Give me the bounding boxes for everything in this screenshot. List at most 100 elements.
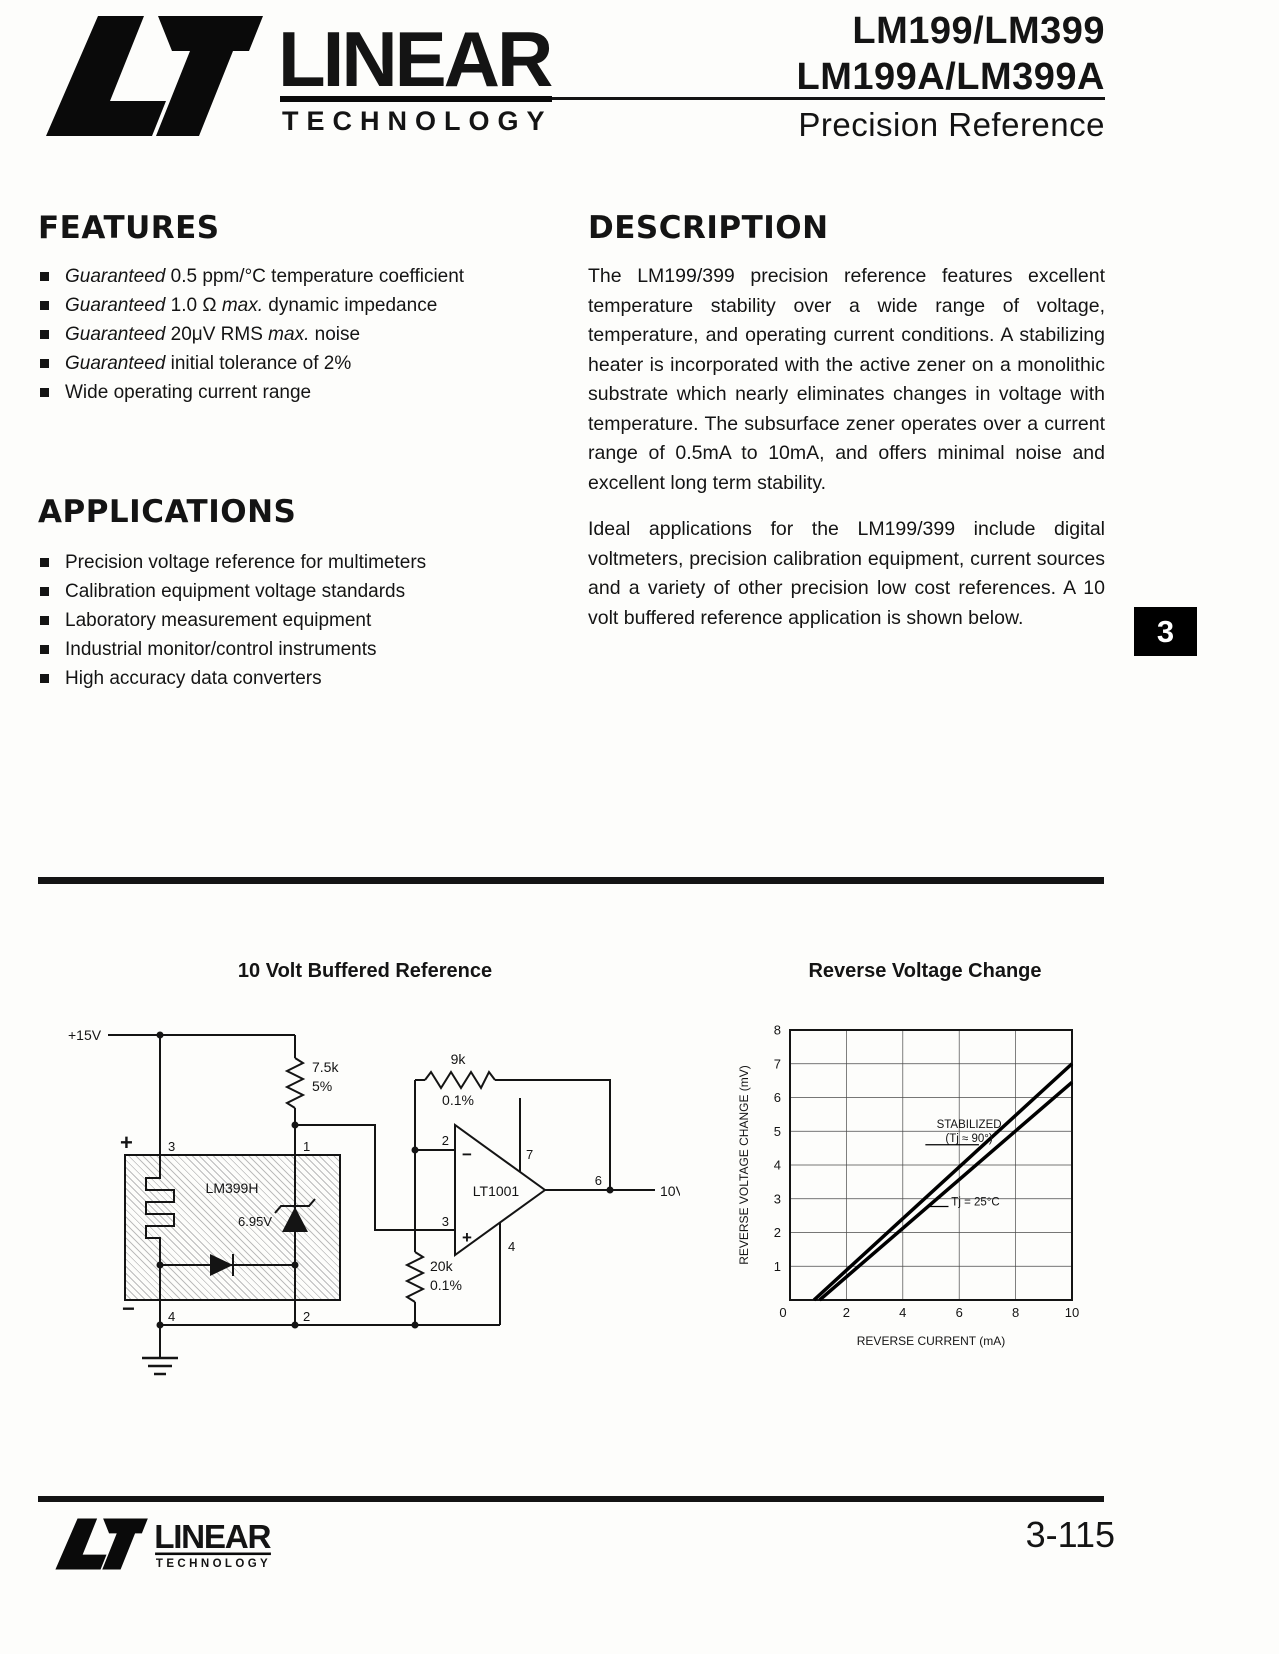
- opamp-noninverting-input-sign: +: [462, 1228, 472, 1247]
- part-number-line2: LM199A/LM399A: [796, 56, 1105, 98]
- junction-dots: [156, 1031, 614, 1329]
- page-number: 3-115: [1025, 1514, 1115, 1555]
- features-title: FEATURES: [38, 210, 220, 246]
- opamp-pin6-label: 6: [595, 1173, 602, 1188]
- bullet-text: Guaranteed initial tolerance of 2%: [65, 353, 352, 374]
- substrate-diode-icon: [160, 1254, 295, 1276]
- y-tick-label: 8: [774, 1023, 781, 1038]
- bullet-text: Laboratory measurement equipment: [65, 610, 372, 631]
- footer-logo-underline: [155, 1552, 271, 1556]
- series-line-0: [812, 1062, 1074, 1302]
- application-item: Calibration equipment voltage standards: [40, 577, 545, 606]
- resistor-20k-icon: [404, 1251, 426, 1303]
- bullet-text: Precision voltage reference for multimet…: [65, 552, 427, 573]
- y-tick-label: 2: [774, 1225, 781, 1240]
- bullet-square-icon: [40, 674, 49, 683]
- y-tick-label: 7: [774, 1056, 781, 1071]
- bullet-text: Industrial monitor/control instruments: [65, 639, 377, 660]
- opamp-pin4-label: 4: [508, 1239, 515, 1254]
- lm399-pin1-label: 1: [303, 1139, 310, 1154]
- device-label: LM399H: [206, 1180, 259, 1196]
- opamp-label: LT1001: [473, 1183, 520, 1199]
- r3-tolerance-label: 0.1%: [430, 1277, 462, 1293]
- opamp-pin3-label: 3: [442, 1214, 449, 1229]
- bullet-square-icon: [40, 587, 49, 596]
- footer-brand-name-text: LINEAR: [154, 1519, 271, 1556]
- minus-terminal-label: −: [122, 1296, 135, 1321]
- header-rule: [552, 97, 1105, 100]
- part-number-line1: LM199/LM399: [852, 10, 1105, 52]
- annotation-text-1: Tj = 25°C: [951, 1197, 999, 1209]
- opamp-pin2-label: 2: [442, 1133, 449, 1148]
- series-line-1: [818, 1080, 1074, 1302]
- x-tick-label: 0: [779, 1305, 786, 1320]
- r2-tolerance-label: 0.1%: [442, 1092, 474, 1108]
- lt-mark-icon: [46, 16, 263, 136]
- header-logo: LINEAR TECHNOLOGY: [46, 15, 555, 136]
- description-paragraph: Ideal applications for the LM199/399 inc…: [588, 518, 1105, 629]
- supply-label: +15V: [68, 1027, 102, 1043]
- x-axis-label: REVERSE CURRENT (mA): [857, 1334, 1005, 1348]
- ground-icon: [142, 1356, 178, 1376]
- application-item: Laboratory measurement equipment: [40, 606, 545, 635]
- r2-label: 9k: [451, 1051, 467, 1067]
- resistor-7k5-icon: [284, 1057, 306, 1109]
- x-tick-label: 10: [1065, 1305, 1079, 1320]
- heater-icon: [145, 1155, 175, 1300]
- bullet-square-icon: [40, 272, 49, 281]
- feature-item: Guaranteed 1.0 Ω max. dynamic impedance: [40, 291, 545, 320]
- feature-item: Wide operating current range: [40, 378, 545, 407]
- opamp-inverting-input-sign: −: [462, 1145, 472, 1164]
- annotation-text-0: (Tj ≈ 90°): [945, 1133, 993, 1145]
- circuit-wires: [108, 1034, 655, 1358]
- application-item: Precision voltage reference for multimet…: [40, 548, 545, 577]
- logo-underline: [280, 96, 552, 102]
- feature-item: Guaranteed 20μV RMS max. noise: [40, 320, 545, 349]
- bullet-square-icon: [40, 558, 49, 567]
- plot-border: [789, 1029, 1073, 1301]
- circuit-title: 10 Volt Buffered Reference: [237, 960, 493, 982]
- circuit-svg: +15V 7.5k 5% 9k 0.1% 20k 0.1% LT1001 10V…: [68, 1027, 680, 1376]
- bullet-text: Guaranteed 1.0 Ω max. dynamic impedance: [65, 295, 438, 316]
- application-item: Industrial monitor/control instruments: [40, 635, 545, 664]
- y-tick-label: 6: [774, 1090, 781, 1105]
- y-axis-label: REVERSE VOLTAGE CHANGE (mV): [737, 1065, 751, 1265]
- x-tick-label: 6: [956, 1305, 963, 1320]
- lm399-pin4-label: 4: [168, 1309, 175, 1324]
- features-list: Guaranteed 0.5 ppm/°C temperature coeffi…: [40, 262, 545, 407]
- bullet-square-icon: [40, 301, 49, 310]
- y-tick-label: 1: [774, 1259, 781, 1274]
- lm399-pin2-label: 2: [303, 1309, 310, 1324]
- r3-label: 20k: [430, 1258, 454, 1274]
- application-item: High accuracy data converters: [40, 664, 545, 693]
- zener-voltage-label: 6.95V: [238, 1214, 272, 1229]
- r1-tolerance-label: 5%: [312, 1078, 332, 1094]
- lm399-box: [124, 1154, 341, 1301]
- feature-item: Guaranteed initial tolerance of 2%: [40, 349, 545, 378]
- part-numbers: LM199/LM399 LM199A/LM399A: [797, 8, 1105, 100]
- brand-name-text: LINEAR: [278, 15, 552, 103]
- y-tick-label: 3: [774, 1191, 781, 1206]
- x-tick-label: 8: [1012, 1305, 1019, 1320]
- bullet-square-icon: [40, 359, 49, 368]
- output-label: 10V: [660, 1183, 680, 1199]
- annotation-text-0: STABILIZED: [937, 1119, 1002, 1131]
- brand-sub-text: TECHNOLOGY: [282, 106, 553, 136]
- bullet-square-icon: [40, 330, 49, 339]
- zener-diode-icon: [274, 1155, 316, 1300]
- chart-title: Reverse Voltage Change: [808, 960, 1042, 982]
- doc-subtitle: Precision Reference: [798, 106, 1105, 143]
- opamp-pin7-label: 7: [526, 1147, 533, 1162]
- description-paragraphs: The LM199/399 precision reference featur…: [588, 262, 1105, 650]
- bullet-text: Calibration equipment voltage standards: [65, 581, 406, 602]
- bullet-square-icon: [40, 388, 49, 397]
- x-tick-label: 2: [843, 1305, 850, 1320]
- footer-logo: LINEAR TECHNOLOGY: [55, 1518, 273, 1570]
- y-tick-label: 5: [774, 1124, 781, 1139]
- lm399-pin3-label: 3: [168, 1139, 175, 1154]
- bullet-square-icon: [40, 616, 49, 625]
- applications-list: Precision voltage reference for multimet…: [40, 548, 545, 693]
- bullet-square-icon: [40, 645, 49, 654]
- description-title: DESCRIPTION: [588, 210, 829, 246]
- footer-brand-sub-text: TECHNOLOGY: [156, 1558, 271, 1570]
